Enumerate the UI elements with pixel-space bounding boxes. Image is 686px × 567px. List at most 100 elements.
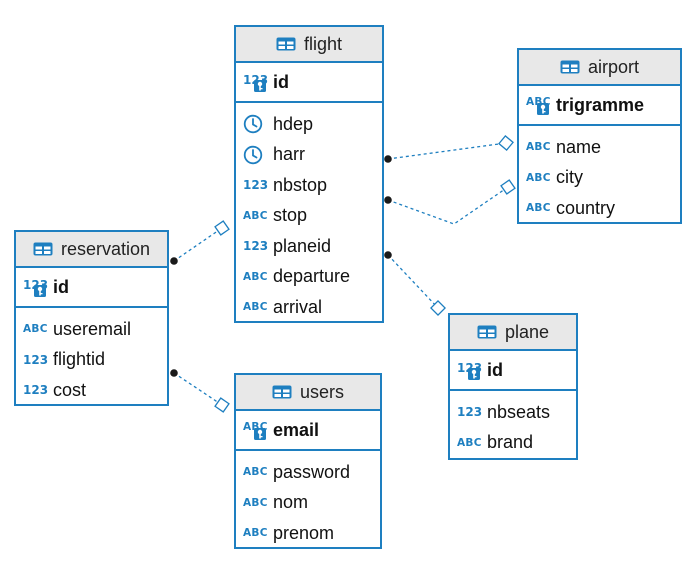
entity-title: plane — [504, 321, 550, 342]
primary-key-row[interactable]: ABC trigramme — [519, 86, 680, 126]
link-flight-airport-2[interactable] — [387, 186, 509, 225]
entity-header[interactable]: plane — [450, 315, 576, 351]
table-icon — [272, 385, 292, 399]
link-end-dot — [384, 155, 392, 163]
text-type-icon: ABC — [526, 171, 551, 184]
attribute-name: departure — [273, 266, 351, 287]
text-type-icon: ABC — [243, 270, 268, 283]
entity-title: users — [299, 381, 344, 402]
link-end-dot — [384, 251, 392, 259]
attribute-row[interactable]: hdep — [236, 109, 382, 140]
text-type-icon: ABC — [526, 94, 550, 116]
attribute-name: nbstop — [273, 174, 328, 195]
attribute-name: city — [556, 167, 583, 188]
text-type-icon: ABC — [243, 496, 268, 509]
attribute-name: useremail — [53, 318, 132, 339]
attribute-row[interactable]: 123 planeid — [236, 231, 382, 262]
primary-key-row[interactable]: 123id — [450, 351, 576, 391]
number-type-icon: 123 — [23, 352, 49, 367]
number-type-icon: 123 — [23, 383, 49, 398]
attribute-row[interactable]: 123 nbseats — [450, 397, 576, 428]
link-end-dot — [170, 369, 178, 377]
link-end-dot — [384, 196, 392, 204]
attribute-name: stop — [273, 205, 308, 226]
link-reservation-flight[interactable] — [173, 227, 223, 262]
entity-flight[interactable]: flight123idhdepharr123nbstopABCstop123pl… — [234, 25, 384, 323]
attribute-row[interactable]: 123 cost — [16, 375, 167, 406]
attribute-name: hdep — [273, 113, 314, 134]
attribute-name: prenom — [273, 522, 335, 543]
text-type-icon: ABC — [23, 323, 48, 336]
text-type-icon: ABC — [526, 202, 551, 215]
attribute-name: nbseats — [487, 401, 551, 422]
link-flight-plane[interactable] — [387, 254, 439, 309]
clock-icon — [243, 145, 267, 165]
attribute-name: planeid — [273, 235, 332, 256]
attribute-row[interactable]: ABC nom — [236, 488, 380, 519]
table-icon — [560, 60, 580, 74]
attribute-row[interactable]: ABC prenom — [236, 518, 380, 549]
attribute-name: brand — [487, 432, 534, 453]
primary-key-row[interactable]: 123id — [236, 63, 382, 103]
primary-key-name: id — [487, 359, 503, 380]
text-type-icon: ABC — [243, 466, 268, 479]
number-type-icon: 123 — [243, 239, 269, 254]
clock-icon — [243, 114, 267, 134]
key-icon — [537, 103, 549, 115]
key-icon — [34, 285, 46, 297]
number-type-icon: 123 — [243, 178, 269, 193]
primary-key-row[interactable]: 123id — [16, 268, 167, 308]
primary-key-name: id — [273, 71, 289, 92]
attribute-row[interactable]: 123 flightid — [16, 345, 167, 376]
attribute-name: name — [556, 136, 602, 157]
entity-header[interactable]: airport — [519, 50, 680, 86]
attribute-name: password — [273, 461, 351, 482]
link-reservation-users[interactable] — [173, 372, 223, 406]
link-flight-airport-1[interactable] — [387, 142, 507, 160]
link-end-square — [430, 300, 446, 316]
link-end-square — [214, 220, 230, 236]
entity-title: flight — [303, 33, 343, 54]
attribute-list: ABC useremail 123 flightid 123 cost — [16, 308, 167, 406]
attribute-name: nom — [273, 492, 309, 513]
entity-header[interactable]: reservation — [16, 232, 167, 268]
primary-key-name: trigramme — [556, 94, 645, 115]
attribute-row[interactable]: ABC city — [519, 163, 680, 194]
link-end-square — [498, 135, 514, 151]
entity-title: airport — [587, 56, 640, 77]
attribute-name: flightid — [53, 349, 106, 370]
attribute-row[interactable]: harr — [236, 140, 382, 171]
entity-header[interactable]: flight — [236, 27, 382, 63]
entity-plane[interactable]: plane123id123nbseatsABCbrand — [448, 313, 578, 460]
primary-key-name: email — [273, 419, 320, 440]
attribute-row[interactable]: ABC departure — [236, 262, 382, 293]
attribute-name: country — [556, 197, 616, 218]
link-end-dot — [170, 257, 178, 265]
text-type-icon: ABC — [243, 527, 268, 540]
table-icon — [477, 325, 497, 339]
attribute-row[interactable]: ABC password — [236, 457, 380, 488]
key-icon — [254, 80, 266, 92]
number-type-icon: 123 — [457, 359, 482, 381]
attribute-row[interactable]: ABC useremail — [16, 314, 167, 345]
number-type-icon: 123 — [457, 405, 483, 420]
attribute-name: cost — [53, 379, 87, 400]
number-type-icon: 123 — [243, 71, 268, 93]
key-icon — [468, 368, 480, 380]
attribute-row[interactable]: ABC country — [519, 193, 680, 224]
table-icon — [276, 37, 296, 51]
entity-header[interactable]: users — [236, 375, 380, 411]
entity-reservation[interactable]: reservation123idABCuseremail123flightid1… — [14, 230, 169, 406]
attribute-row[interactable]: 123 nbstop — [236, 170, 382, 201]
